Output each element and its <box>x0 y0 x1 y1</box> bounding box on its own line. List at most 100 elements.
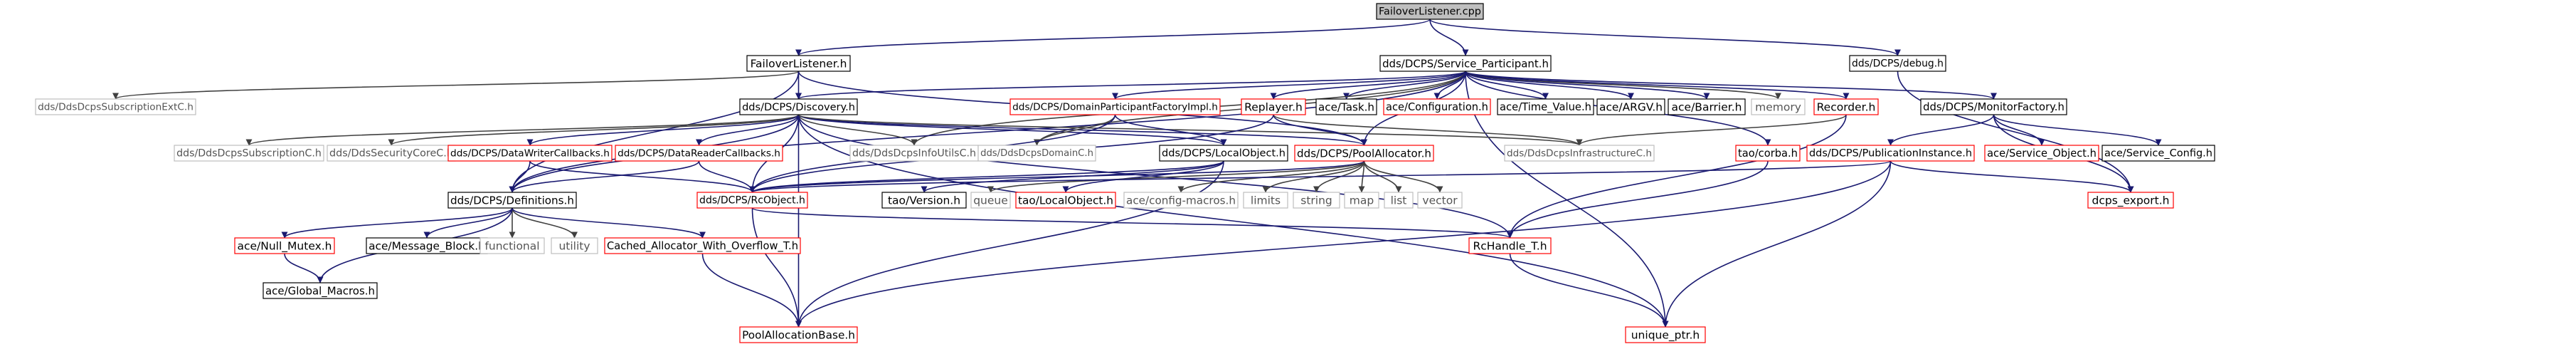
node-box <box>1376 3 1484 20</box>
node-infrastructure-c[interactable]: dds/DdsDcpsInfrastructureC.h <box>1504 145 1655 162</box>
node-publication-instance[interactable]: dds/DCPS/PublicationInstance.h <box>1806 145 1975 162</box>
node-vector[interactable]: vector <box>1417 192 1463 209</box>
edge-service_participant-to-ace_task <box>1343 71 1466 100</box>
node-ace-configuration[interactable]: ace/Configuration.h <box>1383 98 1491 115</box>
node-limits[interactable]: limits <box>1243 192 1288 209</box>
node-ace-global-macros[interactable]: ace/Global_Macros.h <box>263 282 378 299</box>
node-label: limits <box>1251 194 1281 207</box>
node-local-object[interactable]: dds/DCPS/LocalObject.h <box>1159 145 1288 162</box>
node-ace-task[interactable]: ace/Task.h <box>1315 98 1377 115</box>
node-rc-handle[interactable]: RcHandle_T.h <box>1468 237 1552 254</box>
edge-service_participant-to-unique_ptr <box>1465 71 1669 328</box>
node-label: Replayer.h <box>1244 101 1303 114</box>
node-label: dds/DdsDcpsDomainC.h <box>980 148 1093 159</box>
node-box <box>1383 98 1491 115</box>
node-pool-allocation-base[interactable]: PoolAllocationBase.h <box>739 326 858 343</box>
node-box <box>1379 55 1552 72</box>
node-recorder[interactable]: Recorder.h <box>1813 98 1879 115</box>
node-tao-version[interactable]: tao/Version.h <box>881 192 967 209</box>
node-failover-h[interactable]: FailoverListener.h <box>746 55 851 72</box>
node-ace-null-mutex[interactable]: ace/Null_Mutex.h <box>234 237 335 254</box>
node-utility[interactable]: utility <box>551 237 598 254</box>
node-box <box>263 282 378 299</box>
node-box <box>174 145 324 162</box>
node-debug[interactable]: dds/DCPS/debug.h <box>1849 55 1946 72</box>
node-box <box>1849 55 1946 72</box>
node-label: dds/DdsDcpsInfoUtilsC.h <box>852 148 976 160</box>
edge-service_participant-to-discovery <box>795 71 1466 100</box>
node-monitor-factory[interactable]: dds/DCPS/MonitorFactory.h <box>1920 98 2067 115</box>
node-tao-local-object[interactable]: tao/LocalObject.h <box>1015 192 1116 209</box>
node-label: ace/Barrier.h <box>1672 101 1742 114</box>
node-label: FailoverListener.h <box>751 58 847 71</box>
node-domain-c[interactable]: dds/DdsDcpsDomainC.h <box>977 145 1096 162</box>
edge-discovery-to-info_utils <box>797 114 918 146</box>
node-label: tao/Version.h <box>888 194 960 207</box>
node-ace-message-block[interactable]: ace/Message_Block.h <box>366 237 488 254</box>
node-box <box>1751 98 1806 115</box>
node-label: dds/DCPS/Discovery.h <box>742 101 855 113</box>
node-functional[interactable]: functional <box>479 237 545 254</box>
node-box <box>746 55 851 72</box>
node-box <box>1920 98 2067 115</box>
node-box <box>970 192 1011 209</box>
node-unique-ptr[interactable]: unique_ptr.h <box>1625 326 1706 343</box>
node-box <box>1596 98 1665 115</box>
node-label: dds/DdsSecurityCoreC.h <box>329 148 453 160</box>
node-label: dds/DCPS/MonitorFactory.h <box>1923 101 2064 113</box>
node-label: PoolAllocationBase.h <box>742 329 855 342</box>
node-data-writer-callbacks[interactable]: dds/DCPS/DataWriterCallbacks.h <box>447 145 613 162</box>
node-ace-argv[interactable]: ace/ARGV.h <box>1596 98 1665 115</box>
node-label: ace/Service_Object.h <box>1987 147 2097 160</box>
node-label: vector <box>1422 194 1458 207</box>
node-ace-config-macros[interactable]: ace/config-macros.h <box>1123 192 1239 209</box>
node-dcps-export[interactable]: dcps_export.h <box>2087 192 2174 209</box>
node-memory[interactable]: memory <box>1751 98 1806 115</box>
edge-replayer-to-pool_allocator <box>1273 114 1367 146</box>
edge-ace_null_mutex-to-ace_global_macros <box>284 253 324 283</box>
node-pool-allocator[interactable]: dds/DCPS/PoolAllocator.h <box>1294 145 1434 162</box>
node-box <box>1294 145 1434 162</box>
node-cached-allocator[interactable]: Cached_Allocator_With_Overflow_T.h <box>604 237 801 254</box>
node-rc-object[interactable]: dds/DCPS/RcObject.h <box>696 192 808 209</box>
node-domain-participant-factory[interactable]: dds/DCPS/DomainParticipantFactoryImpl.h <box>1009 98 1221 115</box>
edge-definitions-to-ace_null_mutex <box>281 207 513 239</box>
edge-data_reader_callbacks-to-definitions <box>509 160 700 193</box>
node-tao-corba[interactable]: tao/corba.h <box>1735 145 1801 162</box>
node-box <box>447 145 613 162</box>
node-ace-time-value[interactable]: ace/Time_Value.h <box>1497 98 1594 115</box>
node-box <box>551 237 598 254</box>
node-box <box>1806 145 1975 162</box>
node-string[interactable]: string <box>1293 192 1340 209</box>
node-subscription-c[interactable]: dds/DdsDcpsSubscriptionC.h <box>174 145 324 162</box>
edge-pool_allocator-to-list <box>1363 160 1402 193</box>
node-security-core[interactable]: dds/DdsSecurityCoreC.h <box>327 145 456 162</box>
node-label: dds/DCPS/DomainParticipantFactoryImpl.h <box>1012 102 1218 113</box>
node-replayer[interactable]: Replayer.h <box>1241 98 1306 115</box>
node-ace-service-object[interactable]: ace/Service_Object.h <box>1984 145 2099 162</box>
edge-failover_cpp-to-failover_h <box>795 19 1431 56</box>
edge-publication_instance-to-rc_object <box>749 160 1892 193</box>
node-definitions[interactable]: dds/DCPS/Definitions.h <box>447 192 577 209</box>
node-queue[interactable]: queue <box>970 192 1011 209</box>
edge-pool_allocator-to-vector <box>1363 160 1443 193</box>
node-label: dcps_export.h <box>2092 194 2170 208</box>
node-label: RcHandle_T.h <box>1473 240 1547 254</box>
node-ace-service-config[interactable]: ace/Service_Config.h <box>2101 145 2215 162</box>
node-list[interactable]: list <box>1384 192 1414 209</box>
node-data-reader-callbacks[interactable]: dds/DCPS/DataReaderCallbacks.h <box>615 145 783 162</box>
node-subscription-extc[interactable]: dds/DdsDcpsSubscriptionExtC.h <box>35 98 196 115</box>
node-map[interactable]: map <box>1344 192 1379 209</box>
node-info-utils[interactable]: dds/DdsDcpsInfoUtilsC.h <box>849 145 979 162</box>
node-discovery[interactable]: dds/DCPS/Discovery.h <box>739 98 858 115</box>
node-box <box>1315 98 1377 115</box>
node-ace-barrier[interactable]: ace/Barrier.h <box>1668 98 1746 115</box>
node-service-participant[interactable]: dds/DCPS/Service_Participant.h <box>1379 55 1552 72</box>
node-failover-cpp[interactable]: FailoverListener.cpp <box>1376 3 1484 20</box>
node-label: Cached_Allocator_With_Overflow_T.h <box>607 240 798 252</box>
node-label: list <box>1391 194 1407 207</box>
node-label: unique_ptr.h <box>1631 329 1700 343</box>
edge-discovery-to-security_core <box>388 114 800 146</box>
